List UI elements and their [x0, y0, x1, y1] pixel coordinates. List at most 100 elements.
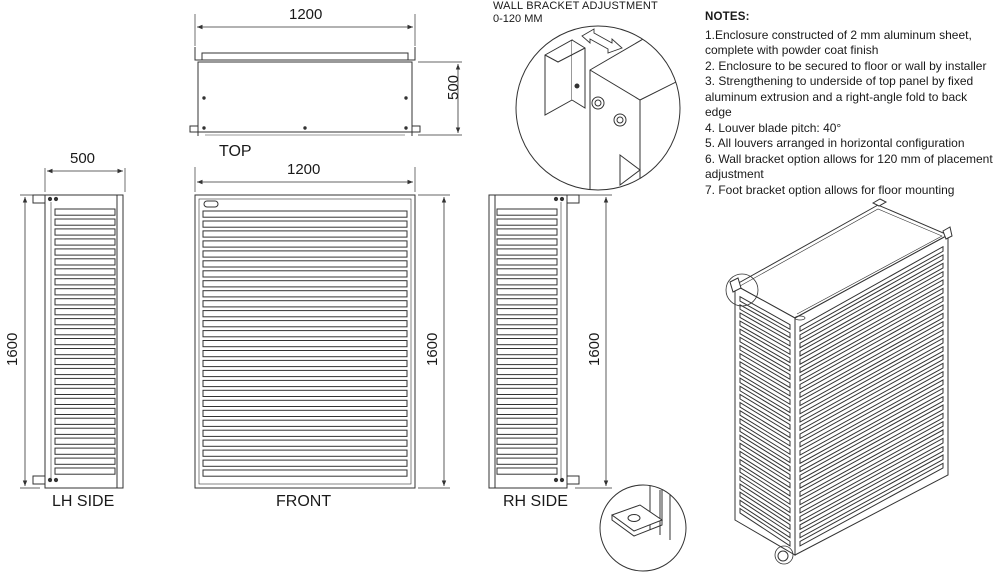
front-logo-badge	[203, 200, 219, 208]
louver-blade	[202, 300, 408, 308]
louver-blade	[496, 447, 558, 455]
top-panel	[197, 61, 413, 133]
louver-blade	[496, 348, 558, 356]
louver-blade	[496, 258, 558, 266]
louver-blade	[739, 328, 791, 364]
louver-blade	[496, 308, 558, 316]
louver-blade	[496, 228, 558, 236]
rh-side-view	[488, 194, 612, 489]
louver-blade	[799, 345, 944, 432]
louver-blade	[799, 445, 944, 531]
louver-blade	[799, 370, 944, 456]
louver-blade	[496, 377, 558, 386]
louver-blade	[202, 310, 408, 318]
louver-blade	[739, 312, 791, 347]
louver-blade	[496, 208, 558, 216]
louver-blade	[496, 248, 558, 256]
louver-blade	[799, 420, 944, 506]
lh-side-panel	[44, 194, 124, 489]
note-item: 2. Enclosure to be secured to floor or w…	[705, 58, 987, 73]
front-height-dimension: 1600	[424, 332, 441, 366]
louver-blade	[739, 466, 791, 506]
louver-blade	[799, 270, 944, 357]
louver-blade	[54, 308, 116, 316]
louver-blade	[54, 407, 116, 415]
louver-blade	[202, 369, 408, 378]
note-item: 3. Strengthening to underside of top pan…	[705, 74, 974, 119]
louver-blade	[54, 467, 116, 475]
louver-blade	[739, 377, 791, 414]
louver-blade	[739, 417, 791, 456]
louver-blade	[799, 287, 944, 374]
rh-louver-blades	[496, 208, 558, 475]
louver-blade	[739, 352, 791, 389]
lh-louver-blades	[54, 208, 116, 475]
louver-blade	[799, 254, 944, 341]
louver-blade	[202, 210, 408, 218]
louver-blade	[799, 404, 944, 489]
adjustment-arrow-icon	[581, 28, 623, 54]
louver-blade	[739, 491, 791, 531]
louver-blade	[54, 338, 116, 346]
note-item: 4. Louver blade pitch: 40°	[705, 120, 842, 135]
top-view	[189, 14, 462, 136]
notes-block: NOTES: 1.Enclosure constructed of 2 mm a…	[705, 10, 997, 198]
note-item: 7. Foot bracket option allows for floor …	[705, 182, 955, 197]
louver-blade	[202, 240, 408, 248]
note-item: 6. Wall bracket option allows for 120 mm…	[705, 151, 993, 182]
louver-blade	[202, 350, 408, 358]
louver-blade	[739, 360, 791, 397]
louver-blade	[496, 387, 558, 395]
louver-blade	[54, 367, 116, 376]
lh-side-view	[20, 168, 126, 489]
louver-blade	[496, 397, 558, 405]
louver-blade	[496, 328, 558, 336]
rh-side-panel	[488, 194, 568, 489]
louver-blade	[54, 298, 116, 306]
louver-blade	[202, 260, 408, 268]
louver-blade	[739, 507, 791, 547]
louver-blade	[799, 262, 944, 349]
top-width-dimension: 1200	[289, 6, 323, 23]
front-panel	[194, 194, 416, 489]
louver-blade	[739, 450, 791, 489]
louver-blade	[202, 469, 408, 477]
louver-blade	[799, 312, 944, 399]
louver-blade	[739, 393, 791, 431]
top-depth-dimension: 500	[445, 74, 462, 100]
louver-blade	[54, 278, 116, 286]
louver-blade	[54, 447, 116, 455]
louver-blade	[202, 250, 408, 258]
louver-blade	[54, 427, 116, 435]
front-view	[194, 167, 450, 489]
louver-blade	[202, 220, 408, 228]
louver-blade	[496, 427, 558, 435]
louver-blade	[799, 462, 944, 547]
louver-blade	[496, 467, 558, 475]
wall-bracket-range: 0-120 MM	[493, 13, 543, 25]
louver-blade	[799, 362, 944, 448]
louver-blade	[496, 318, 558, 326]
louver-blade	[54, 288, 116, 296]
rh-side-label: RH SIDE	[503, 493, 568, 510]
louver-blade	[799, 304, 944, 390]
louver-blade	[54, 377, 116, 386]
louver-blade	[739, 336, 791, 372]
louver-blade	[496, 268, 558, 276]
louver-blade	[739, 401, 791, 439]
louver-blade	[54, 228, 116, 236]
louver-blade	[799, 279, 944, 366]
louver-blade	[739, 409, 791, 447]
rh-height-dimension: 1600	[586, 332, 603, 366]
louver-blade	[799, 379, 944, 465]
note-item: 5. All louvers arranged in horizontal co…	[705, 136, 965, 150]
louver-blade	[739, 344, 791, 381]
louver-blade	[799, 295, 944, 382]
iso-side-face	[734, 284, 796, 556]
louver-blade	[202, 230, 408, 238]
louver-blade	[739, 320, 791, 356]
louver-blade	[202, 399, 408, 407]
louver-blade	[54, 318, 116, 326]
louver-blade	[202, 459, 408, 467]
